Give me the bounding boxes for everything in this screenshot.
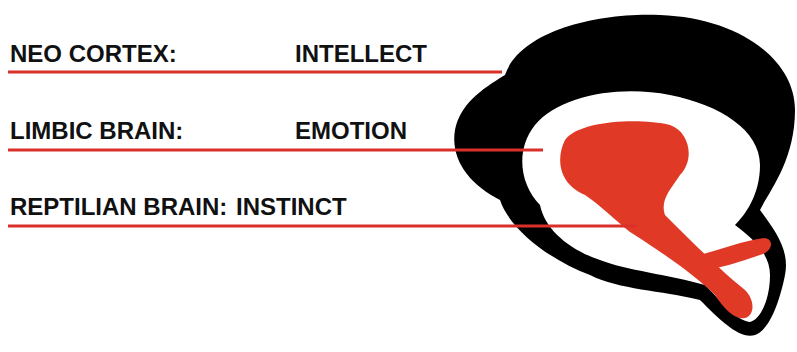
neocortex-shape (454, 15, 795, 336)
limbic-shape (522, 91, 770, 322)
region-name: NEO CORTEX: (10, 42, 177, 66)
reptilian-shape (560, 121, 752, 318)
leader-line (8, 149, 543, 152)
brainstem-branch (700, 238, 771, 270)
region-name: LIMBIC BRAIN: (10, 119, 183, 143)
function-name: INTELLECT (295, 42, 427, 66)
leader-line (8, 225, 636, 228)
leader-line (8, 71, 502, 74)
region-name: REPTILIAN BRAIN: (10, 195, 227, 219)
function-name: EMOTION (295, 119, 407, 143)
function-name: INSTINCT (236, 195, 347, 219)
